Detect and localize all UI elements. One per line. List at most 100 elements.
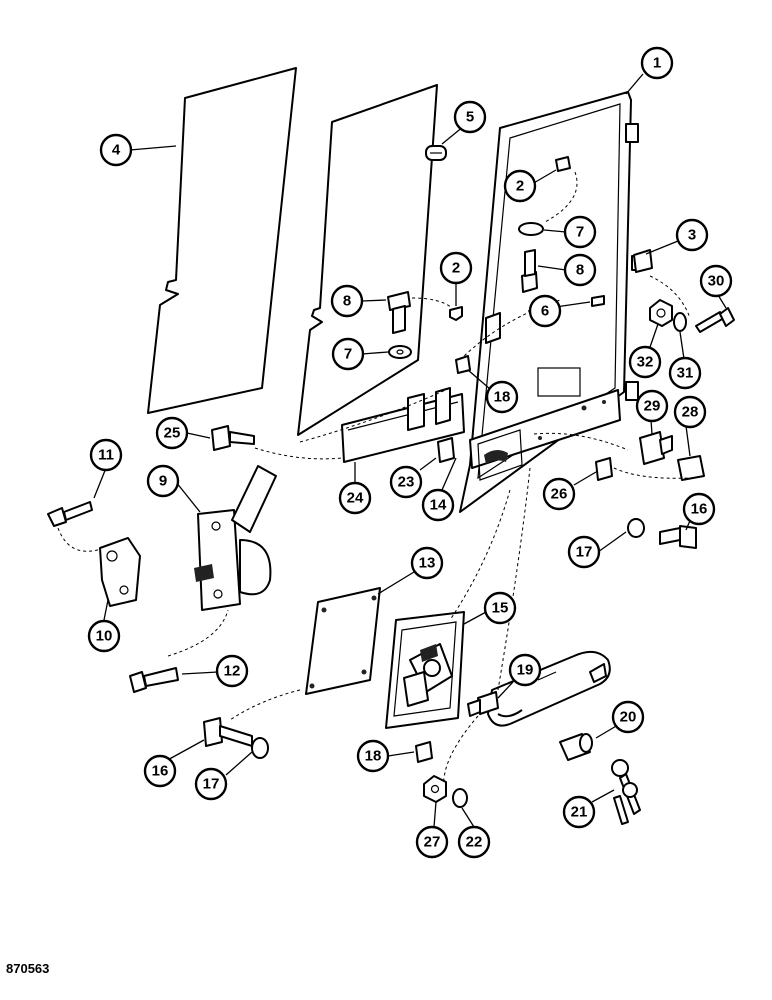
callout-17b: 17: [567, 535, 601, 569]
bolt-16-lower: [203, 717, 253, 747]
svg-text:10: 10: [96, 628, 113, 645]
callout-16a: 16: [143, 754, 177, 788]
svg-text:20: 20: [620, 709, 637, 726]
clip-3: [633, 249, 653, 273]
washer-7-left: [388, 345, 412, 359]
clip-26: [595, 457, 613, 481]
screw-6: [591, 295, 605, 307]
callout-18a: 18: [485, 380, 519, 414]
assembly-line-4: [533, 432, 629, 451]
callout-18b: 18: [356, 739, 390, 773]
svg-text:18: 18: [494, 389, 511, 406]
striker-10: [99, 537, 141, 607]
callout-3: 3: [675, 218, 709, 252]
svg-text:23: 23: [398, 474, 415, 491]
assembly-line-1: [449, 489, 511, 621]
plug-23: [437, 437, 455, 463]
svg-text:31: 31: [677, 365, 694, 382]
svg-text:18: 18: [365, 748, 382, 765]
callout-14: 14: [421, 488, 455, 522]
svg-text:29: 29: [644, 398, 661, 415]
svg-text:16: 16: [691, 501, 708, 518]
callout-1: 1: [640, 46, 674, 80]
svg-text:12: 12: [224, 663, 241, 680]
latch-9: [167, 465, 277, 657]
svg-text:16: 16: [152, 763, 169, 780]
callout-22: 22: [457, 825, 491, 859]
washer-31: [673, 312, 687, 332]
callout-8b: 8: [563, 253, 597, 287]
svg-text:28: 28: [682, 404, 699, 421]
callout-7a: 7: [331, 337, 365, 371]
svg-text:13: 13: [419, 555, 436, 572]
bracket-29: [639, 431, 673, 465]
svg-text:21: 21: [571, 804, 588, 821]
svg-text:15: 15: [492, 600, 509, 617]
svg-text:30: 30: [708, 273, 725, 290]
callout-31: 31: [668, 356, 702, 390]
callout-15: 15: [483, 591, 517, 625]
nut-2-left: [411, 297, 463, 321]
channel-strip: [341, 387, 465, 463]
svg-text:7: 7: [576, 224, 584, 241]
svg-text:6: 6: [541, 303, 549, 320]
callout-13: 13: [410, 546, 444, 580]
svg-text:32: 32: [637, 354, 654, 371]
seal-5: [425, 145, 447, 161]
svg-text:8: 8: [576, 262, 584, 279]
callout-20: 20: [611, 700, 645, 734]
callout-10: 10: [87, 619, 121, 653]
assembly-line-2: [497, 467, 531, 691]
svg-text:25: 25: [164, 425, 181, 442]
leader-lines: [93, 73, 727, 828]
callout-16b: 16: [682, 492, 716, 526]
svg-text:24: 24: [347, 490, 364, 507]
keys-21: [611, 759, 641, 825]
lock-barrel-20: [559, 733, 593, 761]
glass-panel-inner: [297, 84, 438, 436]
callout-25: 25: [155, 416, 189, 450]
svg-text:3: 3: [688, 227, 696, 244]
callout-9: 9: [146, 464, 180, 498]
callout-11: 11: [89, 438, 123, 472]
callout-2b: 2: [439, 251, 473, 285]
callout-32: 32: [628, 345, 662, 379]
clip-18-upper: [455, 355, 471, 374]
handle-19: [443, 650, 611, 791]
svg-text:22: 22: [466, 834, 483, 851]
svg-text:8: 8: [343, 293, 351, 310]
washer-22: [452, 788, 468, 808]
svg-text:2: 2: [452, 260, 460, 277]
svg-text:26: 26: [551, 486, 568, 503]
svg-text:9: 9: [159, 473, 167, 490]
callout-28: 28: [673, 395, 707, 429]
screw-12: [129, 667, 179, 693]
svg-text:1: 1: [653, 55, 661, 72]
bolt-25: [211, 425, 343, 460]
svg-text:7: 7: [344, 346, 352, 363]
callout-27: 27: [415, 825, 449, 859]
svg-text:27: 27: [424, 834, 441, 851]
callout-17a: 17: [194, 767, 228, 801]
plate-28: [613, 455, 705, 481]
svg-text:17: 17: [576, 544, 593, 561]
callout-2a: 2: [503, 169, 537, 203]
nut-2-right: [544, 156, 578, 223]
bolt-16-right: [659, 525, 697, 549]
callout-23: 23: [389, 465, 423, 499]
clip-18-lower: [415, 741, 433, 763]
callout-26: 26: [542, 477, 576, 511]
callout-21: 21: [562, 795, 596, 829]
washer-17-right: [627, 518, 645, 538]
washer-7-right: [518, 222, 544, 236]
callout-30: 30: [699, 264, 733, 298]
svg-text:17: 17: [203, 776, 220, 793]
callout-24: 24: [338, 481, 372, 515]
callout-6: 6: [528, 294, 562, 328]
callout-12: 12: [215, 654, 249, 688]
glass-panel-outer: [147, 67, 297, 414]
screw-11: [47, 501, 105, 552]
callout-4: 4: [99, 133, 133, 167]
svg-text:14: 14: [430, 497, 447, 514]
